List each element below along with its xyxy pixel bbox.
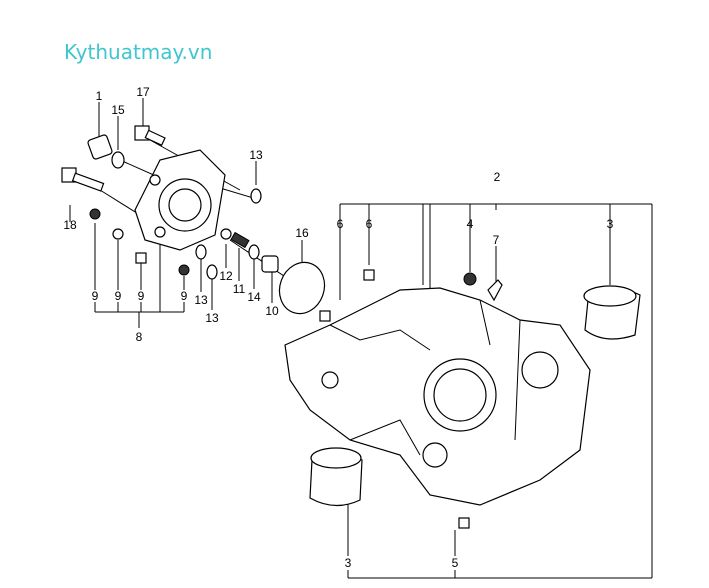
o-ring-14 xyxy=(248,244,260,260)
nut-4 xyxy=(463,272,477,286)
callouts: 1 15 17 13 18 9 9 9 9 8 13 13 12 11 14 1… xyxy=(63,85,613,570)
bolt-17 xyxy=(134,125,166,147)
plug-6 xyxy=(363,269,375,281)
callout-10: 10 xyxy=(265,304,279,318)
callout-13: 13 xyxy=(194,293,208,307)
callout-3: 3 xyxy=(607,217,614,231)
callout-13: 13 xyxy=(205,311,219,325)
bushing-3 xyxy=(583,285,641,340)
callout-15: 15 xyxy=(111,103,125,117)
leader-lines xyxy=(69,98,653,579)
housing-2 xyxy=(284,287,591,506)
nut-9 xyxy=(112,228,124,240)
nut-9 xyxy=(178,264,190,276)
ball-12 xyxy=(220,228,232,240)
o-ring-13 xyxy=(206,264,218,280)
o-ring-13 xyxy=(250,188,262,204)
callout-11: 11 xyxy=(233,282,246,296)
callout-9: 9 xyxy=(92,289,99,303)
callout-4: 4 xyxy=(467,217,474,231)
plug-5 xyxy=(458,517,470,529)
callout-2: 2 xyxy=(494,170,501,184)
bolt-18 xyxy=(61,167,105,192)
callout-9: 9 xyxy=(138,289,145,303)
callout-5: 5 xyxy=(452,556,459,570)
watermark: Kythuatmay.vn xyxy=(64,40,213,64)
bushing-3 xyxy=(309,447,363,507)
callout-16: 16 xyxy=(295,226,309,240)
callout-9: 9 xyxy=(181,289,188,303)
spring-11 xyxy=(230,231,250,249)
o-ring-13 xyxy=(195,244,207,260)
nut-9 xyxy=(135,252,147,264)
callout-18: 18 xyxy=(63,218,77,232)
pump-cover-8 xyxy=(134,149,226,251)
callout-14: 14 xyxy=(247,290,261,304)
o-ring-15 xyxy=(111,151,125,169)
callout-12: 12 xyxy=(219,269,233,283)
fitting-7 xyxy=(487,279,503,302)
callout-7: 7 xyxy=(493,233,500,247)
nut-9 xyxy=(89,208,101,220)
plug-1 xyxy=(87,134,113,160)
callout-6: 6 xyxy=(337,217,344,231)
plug-6 xyxy=(319,310,331,322)
callout-9: 9 xyxy=(115,289,122,303)
callout-3: 3 xyxy=(345,556,352,570)
plug-10 xyxy=(261,255,279,273)
callout-6: 6 xyxy=(366,217,373,231)
callout-1: 1 xyxy=(96,89,103,103)
callout-13: 13 xyxy=(249,148,263,162)
callout-8: 8 xyxy=(136,330,143,344)
o-ring-16 xyxy=(278,261,326,315)
callout-17: 17 xyxy=(136,85,150,99)
